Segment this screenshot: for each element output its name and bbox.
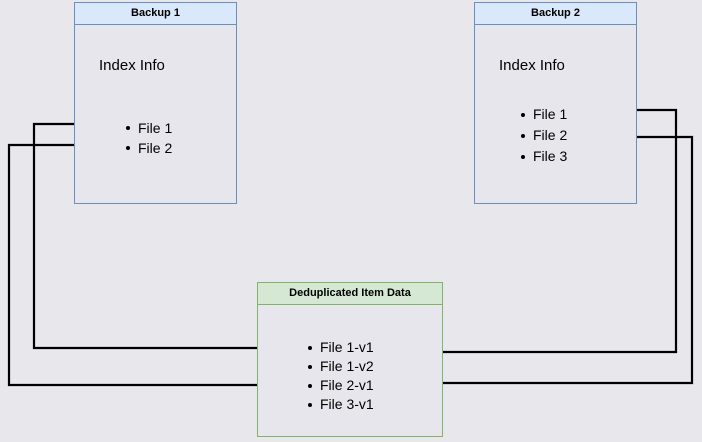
node-deduplicated-item-data-file-list: File 1-v1 File 1-v2 File 2-v1 File 3-v1	[306, 338, 374, 414]
list-item: File 3-v1	[306, 395, 374, 414]
list-item: File 1-v1	[306, 338, 374, 357]
list-item: File 2	[519, 125, 567, 146]
node-backup-2-file-list: File 1 File 2 File 3	[519, 104, 567, 167]
list-item: File 1	[124, 118, 172, 138]
node-backup-1[interactable]: Backup 1 Index Info File 1 File 2	[74, 2, 237, 204]
list-item: File 2	[124, 138, 172, 158]
node-backup-1-body: Index Info File 1 File 2	[75, 25, 236, 203]
node-backup-1-file-list: File 1 File 2	[124, 118, 172, 158]
node-backup-2-header: Backup 2	[475, 3, 636, 25]
node-backup-2-index-label: Index Info	[499, 57, 565, 74]
node-backup-2-body: Index Info File 1 File 2 File 3	[475, 25, 636, 203]
node-backup-1-index-label: Index Info	[99, 57, 165, 74]
node-backup-2[interactable]: Backup 2 Index Info File 1 File 2 File 3	[474, 2, 637, 204]
node-backup-1-header: Backup 1	[75, 3, 236, 25]
list-item: File 3	[519, 146, 567, 167]
list-item: File 1	[519, 104, 567, 125]
node-deduplicated-item-data[interactable]: Deduplicated Item Data File 1-v1 File 1-…	[257, 282, 443, 437]
node-deduplicated-item-data-header: Deduplicated Item Data	[258, 283, 442, 305]
list-item: File 2-v1	[306, 376, 374, 395]
list-item: File 1-v2	[306, 357, 374, 376]
node-deduplicated-item-data-body: File 1-v1 File 1-v2 File 2-v1 File 3-v1	[258, 305, 442, 436]
